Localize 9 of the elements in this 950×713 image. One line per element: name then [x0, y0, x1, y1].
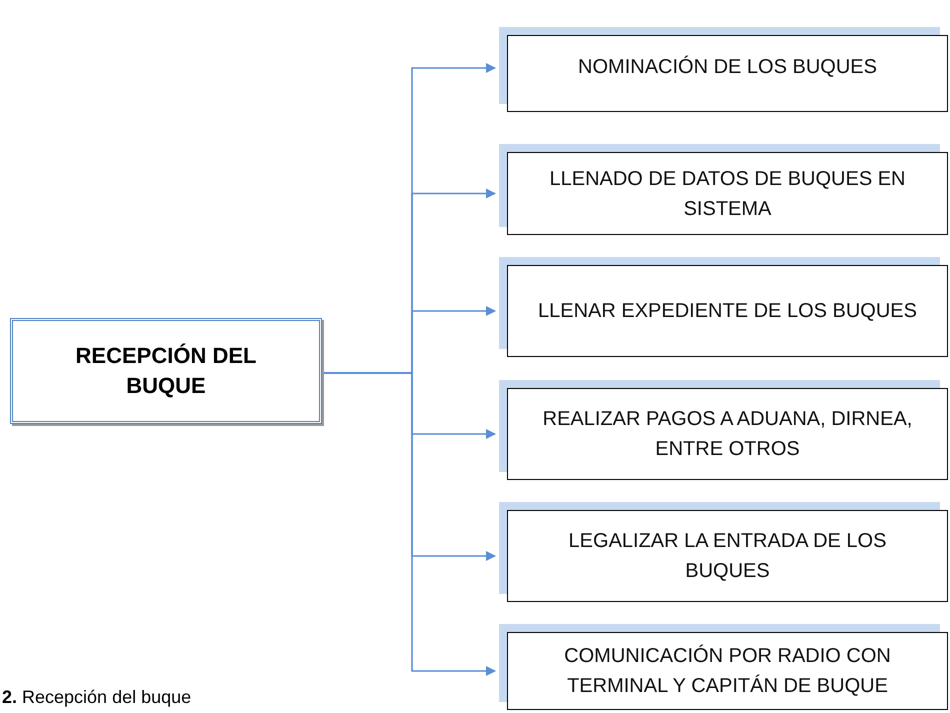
- box-text: REALIZAR PAGOS A ADUANA, DIRNEA, ENTRE OTROS: [542, 407, 914, 462]
- caption: 2. Recepción del buque: [2, 686, 192, 709]
- box-text: NOMINACIÓN DE LOS BUQUES: [578, 54, 877, 80]
- box-text: COMUNICACIÓN POR RADIO CON TERMINAL Y CAPITÁN DE BUQUE: [563, 644, 892, 699]
- box-text: LLENADO DE DATOS DE BUQUES EN SISTEMA: [548, 166, 906, 222]
- box-text: LLENAR EXPEDIENTE DE LOS BUQUES: [538, 299, 917, 324]
- process-box: [10, 318, 322, 424]
- box-text: RECEPCIÓN DEL BUQUE: [74, 342, 258, 400]
- box-text: LEGALIZAR LA ENTRADA DE LOS BUQUES: [568, 529, 888, 584]
